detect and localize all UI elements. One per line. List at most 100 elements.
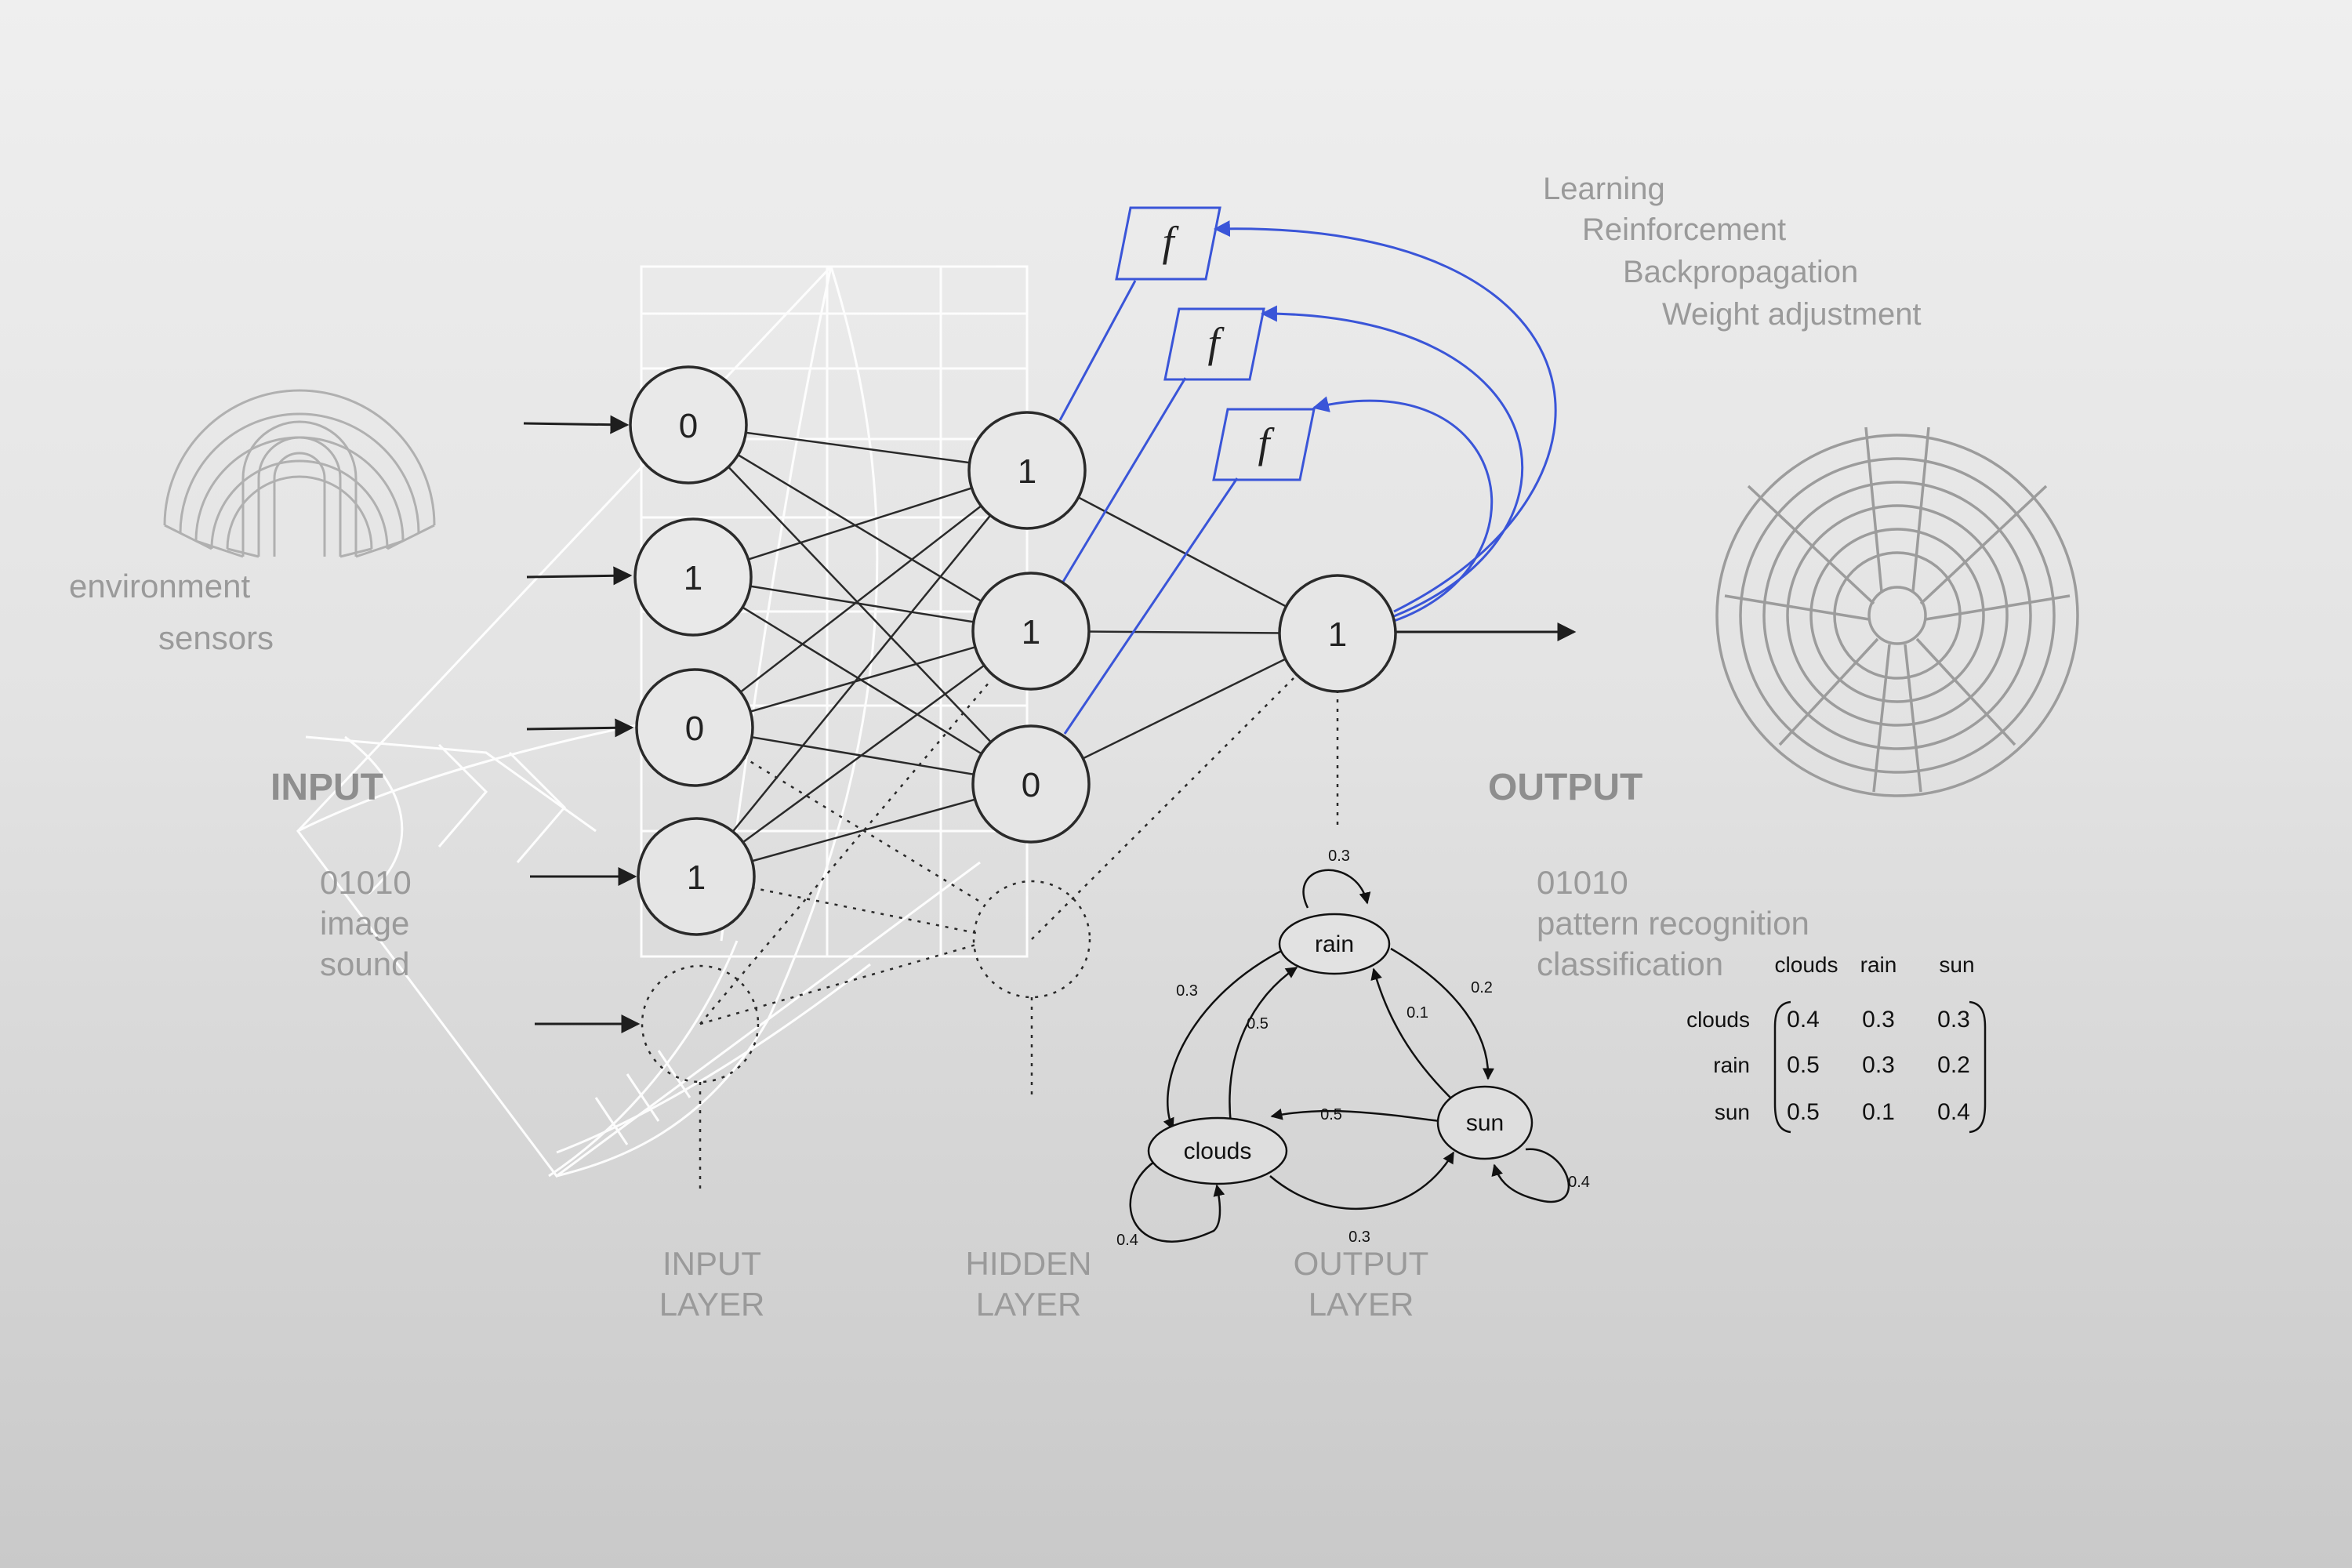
function-symbol: f	[1258, 419, 1275, 466]
state-clouds-label: clouds	[1184, 1138, 1252, 1164]
output-heading: OUTPUT	[1488, 767, 1642, 808]
output-node: 1	[1278, 574, 1397, 693]
input-layer-label-line1: INPUT	[662, 1245, 761, 1282]
matrix-right-bracket	[1969, 1000, 1987, 1134]
prob-rain-rain: 0.3	[1328, 848, 1350, 865]
markov-labels: rain clouds sun 0.3 0.3 0.5 0.2 0.1 0.5 …	[1116, 848, 1590, 1249]
input-arrow	[526, 566, 633, 586]
transition-rain-sun	[1390, 947, 1494, 1080]
input-layer-label-line2: LAYER	[659, 1286, 765, 1323]
environment-label: environment	[69, 568, 250, 604]
hidden-layer-label-line2: LAYER	[976, 1286, 1082, 1323]
input-image-label: image	[320, 905, 409, 942]
state-clouds	[1147, 1116, 1288, 1185]
transition-sun-sun	[1491, 1148, 1570, 1203]
matrix-cell: 0.4	[1787, 1007, 1820, 1033]
hidden-node-value: 1	[1022, 613, 1040, 652]
markov-chain	[1129, 869, 1570, 1243]
input-node-value: 0	[685, 710, 704, 748]
output-node-value: 1	[1328, 615, 1347, 654]
hidden-layer-nodes: 1 1 0	[967, 411, 1091, 844]
matrix-cell: 0.5	[1787, 1099, 1820, 1125]
left-labels: environment sensors INPUT 01010 image so…	[69, 568, 412, 982]
function-symbol: f	[1162, 218, 1179, 265]
function-box: f	[1115, 206, 1221, 281]
prob-rain-sun: 0.2	[1471, 979, 1493, 996]
input-heading: INPUT	[270, 767, 383, 808]
labyrinth-right-icon	[1715, 426, 2079, 797]
hidden-node: 1	[967, 411, 1087, 530]
transition-sun-clouds	[1270, 1108, 1440, 1123]
function-box: f	[1163, 307, 1265, 381]
function-boxes: f f f	[1115, 206, 1316, 481]
matrix-cell: 0.3	[1937, 1007, 1970, 1033]
input-arrow	[526, 718, 634, 738]
matrix-row-header: rain	[1713, 1053, 1750, 1077]
prob-sun-clouds: 0.5	[1320, 1106, 1342, 1123]
transition-rain-rain	[1302, 869, 1371, 909]
state-sun	[1436, 1085, 1534, 1160]
learning-labels: Learning Reinforcement Backpropagation W…	[1543, 172, 1922, 332]
input-node: 0	[635, 668, 754, 787]
hidden-node: 1	[971, 572, 1091, 691]
prob-clouds-rain: 0.5	[1247, 1015, 1269, 1033]
prob-sun-rain: 0.1	[1406, 1004, 1428, 1022]
backpropagation-label: Backpropagation	[1623, 255, 1858, 289]
backprop-arrow	[1312, 396, 1494, 622]
matrix-col-header: sun	[1939, 953, 1974, 977]
state-sun-label: sun	[1466, 1110, 1504, 1136]
learning-label: Learning	[1543, 172, 1665, 206]
output-layer-label-line1: OUTPUT	[1294, 1245, 1429, 1282]
prob-clouds-clouds: 0.4	[1116, 1232, 1138, 1249]
input-node: 0	[629, 365, 748, 485]
weight-adjustment-label: Weight adjustment	[1662, 297, 1922, 332]
placeholder-hidden-node	[972, 880, 1091, 999]
function-box: f	[1212, 408, 1316, 481]
reinforcement-label: Reinforcement	[1582, 212, 1786, 247]
prob-clouds-sun: 0.3	[1348, 1229, 1370, 1246]
input-sound-label: sound	[320, 946, 409, 982]
input-arrow	[523, 415, 630, 434]
input-node: 1	[637, 817, 756, 936]
output-layer-label-line2: LAYER	[1308, 1286, 1414, 1323]
matrix-left-bracket	[1773, 1000, 1791, 1134]
input-node-value: 0	[679, 407, 698, 445]
placeholder-input-node	[641, 964, 760, 1083]
input-node-value: 1	[684, 559, 702, 597]
hidden-node-value: 1	[1018, 452, 1036, 491]
input-arrows	[523, 415, 641, 1033]
input-node: 1	[633, 517, 753, 637]
hidden-node-value: 0	[1022, 766, 1040, 804]
state-rain-label: rain	[1315, 931, 1354, 957]
transition-clouds-clouds	[1129, 1157, 1225, 1243]
background-sketch	[296, 265, 1029, 1178]
sensors-label: sensors	[158, 619, 274, 656]
prob-sun-sun: 0.4	[1568, 1174, 1590, 1191]
hidden-layer-label-line1: HIDDEN	[965, 1245, 1091, 1282]
matrix-cell: 0.3	[1862, 1007, 1895, 1033]
backprop-arrow	[1260, 305, 1524, 618]
matrix-cell: 0.1	[1862, 1099, 1895, 1125]
layer-labels: INPUT LAYER HIDDEN LAYER OUTPUT LAYER	[659, 1245, 1429, 1323]
labyrinth-left-icon	[163, 389, 436, 558]
input-layer-nodes: 0 1 0 1	[629, 365, 756, 936]
matrix-col-header: clouds	[1775, 953, 1838, 977]
transition-clouds-sun	[1269, 1151, 1455, 1210]
input-code: 01010	[320, 864, 412, 901]
matrix-cell: 0.4	[1937, 1099, 1970, 1125]
feedback-lines	[1058, 220, 1557, 735]
state-rain	[1278, 913, 1391, 975]
matrix-cell: 0.3	[1862, 1052, 1895, 1078]
backprop-arrow	[1213, 220, 1557, 613]
right-labels: OUTPUT 01010 pattern recognition classif…	[1488, 767, 1809, 982]
matrix-row-header: sun	[1715, 1100, 1750, 1124]
input-node-value: 1	[687, 858, 706, 897]
feedback-line	[1058, 280, 1137, 421]
matrix-col-header: rain	[1860, 953, 1897, 977]
hidden-node: 0	[971, 724, 1091, 844]
transition-matrix: clouds rain sun clouds rain sun 0.4 0.3 …	[1686, 953, 1987, 1134]
transition-sun-rain	[1370, 967, 1451, 1098]
matrix-cell: 0.2	[1937, 1052, 1970, 1078]
